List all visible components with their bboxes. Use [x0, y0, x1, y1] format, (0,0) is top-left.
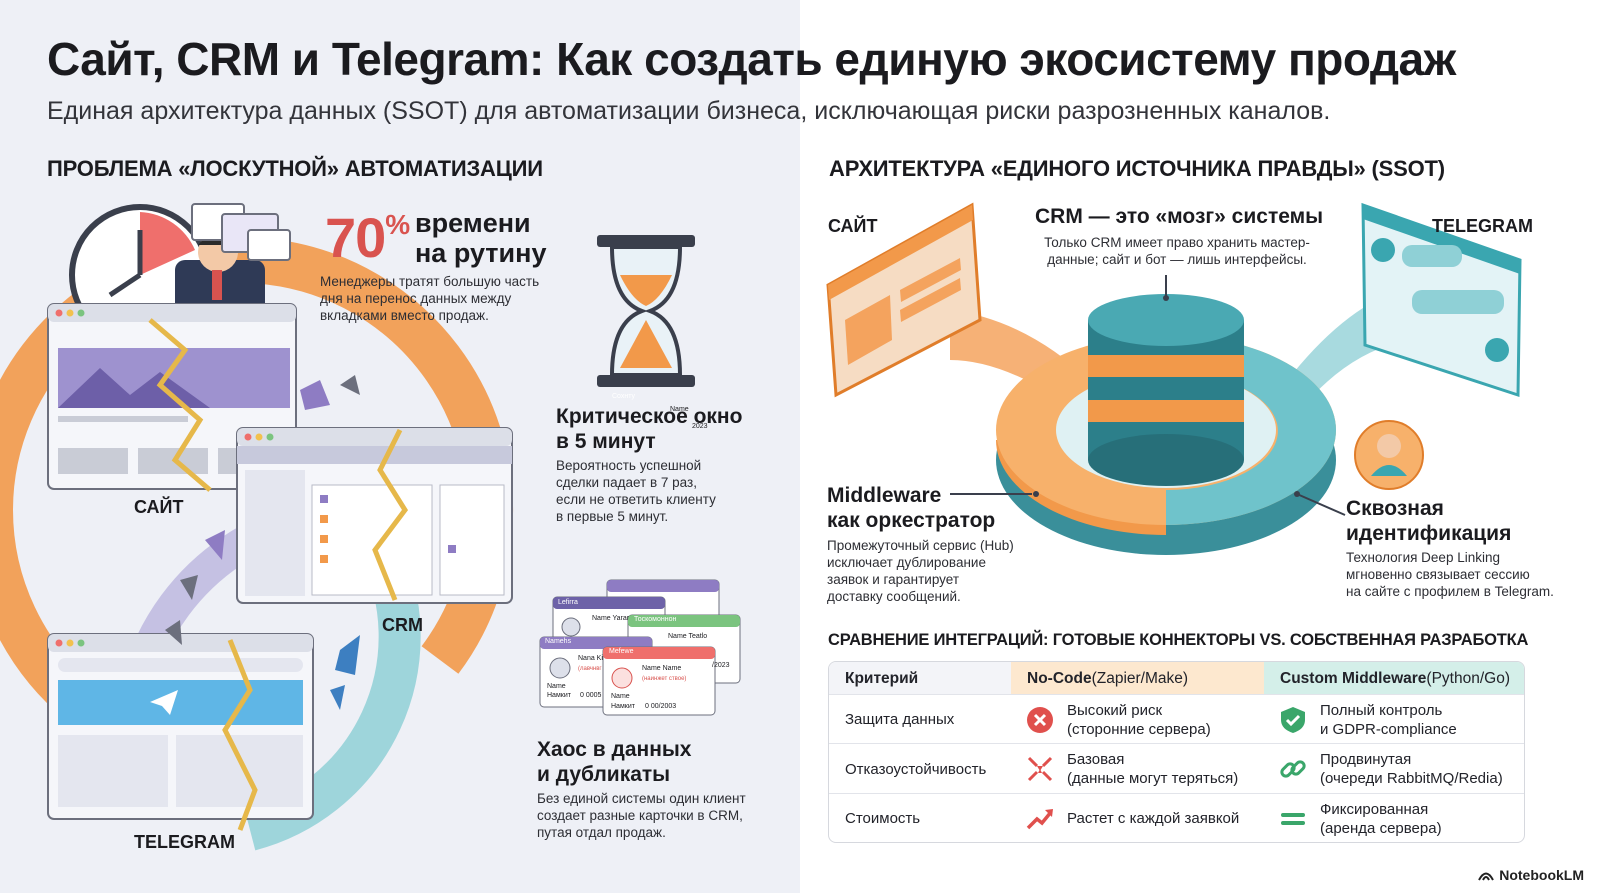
card-field: 0 0005 — [580, 692, 602, 699]
table-row: Стоимость Растет с каждой заявкой Фиксир… — [829, 793, 1524, 842]
table-row: Отказоустойчивость Базовая(данные могут … — [829, 743, 1524, 794]
row-nocode: Высокий риск(сторонние сервера) — [1025, 695, 1265, 744]
card-header: Тоскомоннон — [634, 616, 677, 623]
shard — [330, 685, 345, 710]
callout-line — [1296, 493, 1346, 516]
stat-unit: % — [385, 209, 410, 240]
shard — [165, 620, 182, 645]
card-date: 0 00/2003 — [645, 703, 677, 710]
crack-line — [148, 318, 212, 492]
trend-up-icon — [1026, 808, 1053, 829]
header-criterion: Критерий — [829, 662, 1027, 694]
stat-value: 70% — [325, 206, 410, 269]
crm-brain-description: Только CRM имеет право хранить мастер-да… — [1044, 235, 1310, 267]
shard — [180, 575, 198, 600]
card-name: Name Name — [642, 665, 682, 672]
card-header: Lefirra — [558, 599, 578, 606]
card-field: Намкит — [547, 692, 571, 699]
ssot-site-label: САЙТ — [828, 216, 878, 236]
ssot-illustration — [826, 202, 1522, 555]
ssot-telegram-label: TELEGRAM — [1432, 216, 1533, 236]
card-field: Намкит — [611, 703, 635, 710]
comparison-title: СРАВНЕНИЕ ИНТЕГРАЦИЙ: ГОТОВЫЕ КОННЕКТОРЫ… — [828, 631, 1529, 649]
row-custom: Продвинутая(очереди RabbitMQ/Redia) — [1278, 744, 1524, 794]
crm-label: CRM — [382, 615, 423, 635]
row-custom: Фиксированная(аренда сервера) — [1278, 794, 1524, 842]
patchwork-illustration — [0, 203, 741, 851]
row-criterion: Отказоустойчивость — [845, 760, 987, 778]
card-field: Name — [611, 693, 630, 700]
x-circle-icon — [1027, 706, 1053, 733]
comparison-table: Критерий No-Code (Zapier/Make) Custom Mi… — [828, 661, 1525, 843]
telegram-label: TELEGRAM — [134, 832, 235, 852]
notebooklm-logo-icon — [1478, 872, 1495, 881]
card-date: 2023 — [692, 423, 708, 430]
site-window-icon — [826, 202, 982, 398]
shard — [335, 635, 360, 675]
crm-window-illustration — [236, 427, 513, 604]
floating-window — [247, 229, 291, 261]
row-criterion: Стоимость — [845, 810, 921, 827]
crack-line — [372, 428, 409, 601]
crm-brain-title: CRM — это «мозг» системы — [1035, 205, 1324, 228]
user-avatar-icon — [1354, 420, 1424, 490]
shard — [300, 380, 330, 410]
notebooklm-brand: NotebookLM — [1478, 867, 1584, 883]
equals-icon — [1281, 812, 1305, 825]
card-date: /2023 — [712, 662, 730, 669]
header-nocode: No-Code (Zapier/Make) — [1011, 662, 1280, 694]
page-title: Сайт, CRM и Telegram: Как создать единую… — [47, 33, 1456, 85]
shatter-icon — [1027, 756, 1053, 782]
shard — [205, 530, 225, 560]
card-note: (наинжет ствоe) — [642, 676, 687, 682]
crack-line — [222, 639, 258, 831]
table-header-row: Критерий No-Code (Zapier/Make) Custom Mi… — [829, 662, 1524, 694]
hourglass-icon — [597, 235, 695, 387]
duplicate-cards-illustration — [539, 579, 741, 716]
middleware-description: Промежуточный сервис (Hub)исключает дубл… — [827, 538, 1014, 604]
shard — [340, 375, 360, 395]
right-section-title: АРХИТЕКТУРА «ЕДИНОГО ИСТОЧНИКА ПРАВДЫ» (… — [829, 156, 1445, 181]
row-nocode: Растет с каждой заявкой — [1025, 794, 1265, 842]
left-section-title: ПРОБЛЕМА «ЛОСКУТНОЙ» АВТОМАТИЗАЦИИ — [47, 156, 543, 181]
table-row: Защита данных Высокий риск(сторонние сер… — [829, 694, 1524, 744]
card-header: Сохнту — [612, 393, 636, 400]
card-header: Namehs — [545, 638, 572, 645]
page-subtitle: Единая архитектура данных (SSOT) для авт… — [47, 97, 1331, 125]
shield-check-icon — [1281, 706, 1305, 733]
crm-database-icon — [1088, 275, 1244, 486]
card-name: Name Teatlo — [668, 633, 708, 640]
header-custom: Custom Middleware (Python/Go) — [1264, 662, 1524, 694]
telegram-window-illustration — [47, 633, 314, 820]
card-header: Mefewe — [609, 648, 634, 655]
card-name: Name — [670, 406, 689, 413]
row-criterion: Защита данных — [845, 711, 955, 728]
site-label: САЙТ — [134, 497, 184, 517]
card-note: (лавчнвг — [578, 666, 602, 672]
chain-link-icon — [1280, 760, 1306, 778]
card-field: Name — [547, 683, 566, 690]
row-nocode: Базовая(данные могут теряться) — [1025, 744, 1265, 794]
card-name: Nana Ki — [578, 655, 603, 662]
telegram-window-icon — [1361, 202, 1522, 398]
card-name: Name Yarar — [592, 615, 630, 622]
